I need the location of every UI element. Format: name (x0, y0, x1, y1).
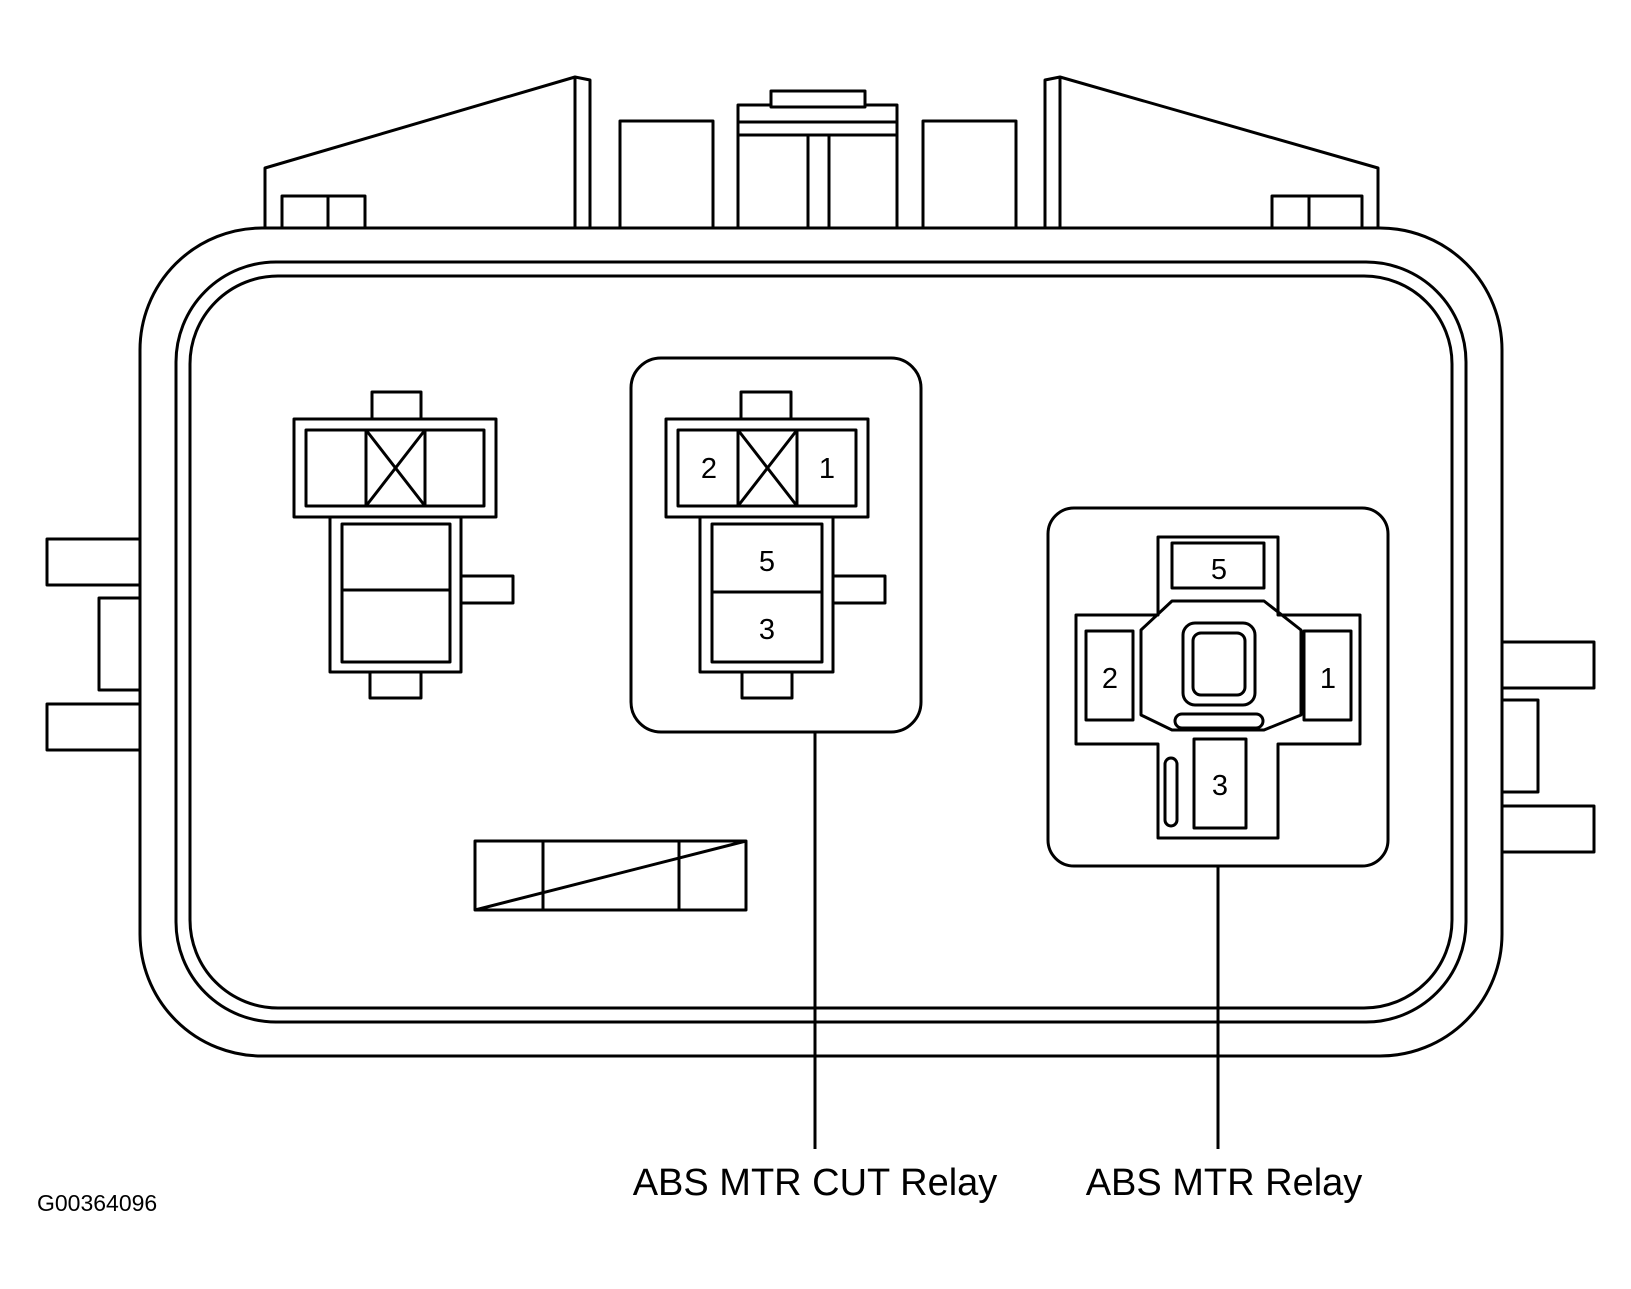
mtr-relay-pin-1: 1 (1320, 663, 1336, 695)
left-side-tabs (45, 537, 149, 752)
top-center-latch (618, 89, 1018, 233)
unlabeled-relay-socket (292, 390, 515, 700)
abs-mtr-cut-relay-label: ABS MTR CUT Relay (633, 1162, 998, 1204)
cut-relay-pin-3: 3 (759, 614, 775, 646)
mtr-relay-pin-3: 3 (1212, 770, 1228, 802)
cut-relay-pin-5: 5 (759, 546, 775, 578)
top-left-tab (263, 75, 592, 232)
cut-relay-pin-2: 2 (701, 453, 717, 485)
mtr-relay-pin-2: 2 (1102, 663, 1118, 695)
diagram-code: G00364096 (37, 1190, 157, 1216)
right-side-tabs (1488, 640, 1596, 854)
abs-mtr-relay-label: ABS MTR Relay (1086, 1162, 1363, 1204)
cut-relay-pin-1: 1 (819, 453, 835, 485)
abs-mtr-cut-relay-socket: 2 1 5 3 (629, 356, 923, 734)
top-right-tab (1043, 75, 1380, 232)
mtr-relay-pin-5: 5 (1211, 554, 1227, 586)
fuse-slot (473, 839, 748, 912)
